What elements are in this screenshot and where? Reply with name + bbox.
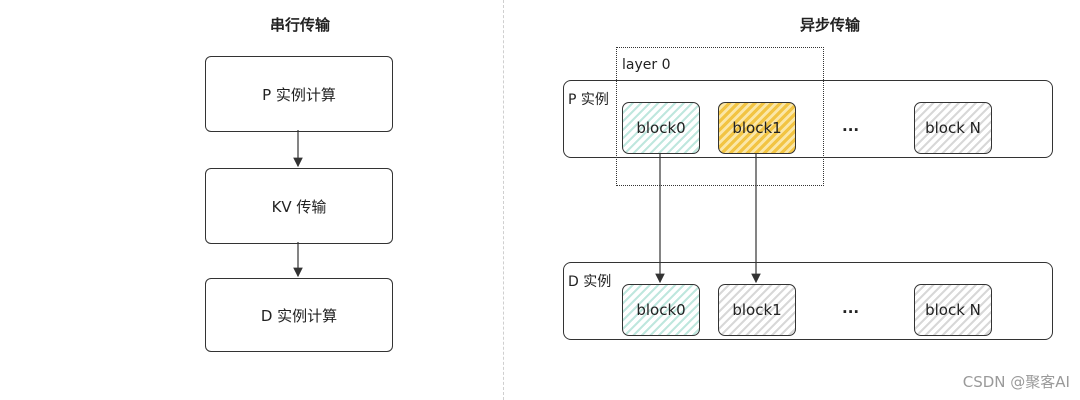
step-p-compute-label: P 实例计算 xyxy=(262,85,336,104)
d-block0: block0 xyxy=(622,284,700,336)
step-p-compute: P 实例计算 xyxy=(205,56,393,132)
layer0-label: layer 0 xyxy=(622,57,671,73)
async-transfer-title: 异步传输 xyxy=(799,16,860,34)
d-ellipsis: ... xyxy=(842,299,860,317)
step-d-compute: D 实例计算 xyxy=(205,278,393,352)
section-divider xyxy=(503,0,504,400)
step-kv-transfer: KV 传输 xyxy=(205,168,393,244)
d-block1: block1 xyxy=(718,284,796,336)
p-blockN: block N xyxy=(914,102,992,154)
d-blockN: block N xyxy=(914,284,992,336)
p-block1: block1 xyxy=(718,102,796,154)
step-d-compute-label: D 实例计算 xyxy=(260,306,338,325)
watermark: CSDN @聚客AI xyxy=(962,373,1070,391)
layer0-box xyxy=(616,47,824,186)
d-instance-label: D 实例 xyxy=(568,274,612,290)
p-ellipsis: ... xyxy=(842,117,860,135)
step-kv-transfer-label: KV 传输 xyxy=(271,197,327,216)
d-block0-label: block0 xyxy=(636,301,686,319)
d-block1-label: block1 xyxy=(732,301,782,319)
serial-transfer-title: 串行传输 xyxy=(269,16,330,34)
d-blockN-label: block N xyxy=(925,301,981,319)
p-blockN-label: block N xyxy=(925,119,981,137)
p-instance-label: P 实例 xyxy=(568,92,609,108)
p-block0-label: block0 xyxy=(636,119,686,137)
p-block0: block0 xyxy=(622,102,700,154)
p-block1-label: block1 xyxy=(732,119,782,137)
